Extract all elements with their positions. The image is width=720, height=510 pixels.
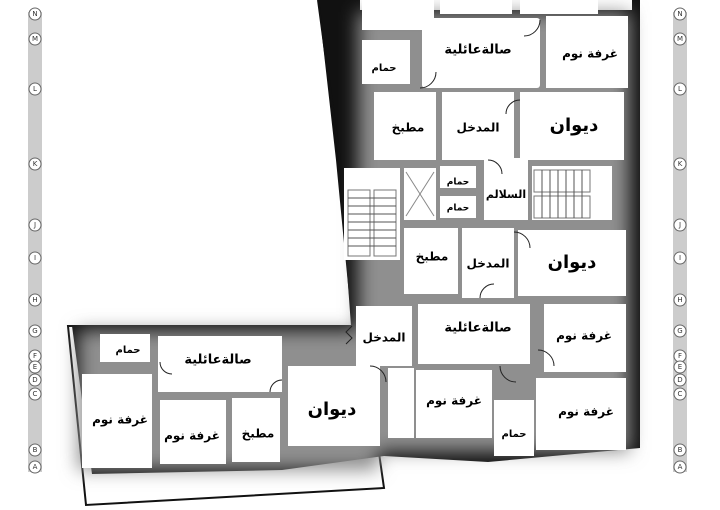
- axis-label-j-right: J: [678, 221, 681, 229]
- axis-label-i-left: I: [34, 254, 36, 262]
- axis-label-n-right: N: [677, 10, 682, 18]
- room-label-bedroom-left-2: غرفة نوم: [164, 429, 220, 444]
- room-label-family-hall-right: صالةعائلية: [444, 321, 511, 336]
- axis-label-m-right: M: [677, 35, 683, 43]
- room-label-diwan-top: ديوان: [550, 115, 599, 136]
- axis-label-n-left: N: [32, 10, 37, 18]
- axis-label-i-right: I: [679, 254, 681, 262]
- room-label-family-hall-left: صالةعائلية: [184, 353, 251, 368]
- axis-label-l-left: L: [33, 85, 37, 93]
- room-label-bath-left: حمام: [116, 345, 141, 356]
- door-swings: [159, 19, 555, 393]
- room-label-stairs: السلالم: [486, 188, 526, 201]
- room-label-bedroom-top: غرفة نوم: [562, 47, 618, 62]
- axis-label-f-left: F: [33, 352, 37, 360]
- axis-bubbles-right: [673, 7, 687, 474]
- axis-label-c-right: C: [678, 390, 683, 398]
- axis-bubbles-left: [28, 7, 42, 474]
- axis-label-a-right: A: [678, 463, 683, 471]
- room-label-bedroom-right-1: غرفة نوم: [556, 329, 612, 344]
- room-label-entrance-center: المدخل: [363, 331, 406, 345]
- axis-label-h-right: H: [677, 296, 682, 304]
- axis-label-g-right: G: [677, 327, 682, 335]
- room-label-entrance-mid: المدخل: [467, 257, 510, 271]
- room-labels: صالةعائلية غرفة نوم حمام مطبخ المدخل ديو…: [92, 43, 618, 444]
- room-label-kitchen-mid: مطبخ: [416, 250, 449, 264]
- axis-label-m-left: M: [32, 35, 38, 43]
- axis-label-e-right: E: [678, 363, 682, 371]
- axis-label-l-right: L: [678, 85, 682, 93]
- axis-label-e-left: E: [33, 363, 37, 371]
- axis-label-d-left: D: [32, 376, 37, 384]
- rooms: [82, 0, 628, 468]
- room-label-bedroom-left-1: غرفة نوم: [92, 413, 148, 428]
- axis-label-k-right: K: [678, 160, 683, 168]
- room-label-entrance-top: المدخل: [457, 121, 500, 135]
- axis-labels-left: N M L K J I H G F E D C B A: [32, 10, 38, 471]
- room-label-diwan-mid: ديوان: [548, 252, 597, 273]
- axis-labels-right: N M L K J I H G F E D C B A: [677, 10, 683, 471]
- axis-label-b-right: B: [678, 446, 683, 454]
- axis-label-j-left: J: [33, 221, 36, 229]
- room-label-bath-right: حمام: [502, 429, 527, 440]
- room-label-bedroom-right-2: غرفة نوم: [558, 405, 614, 420]
- room-label-kitchen-top: مطبخ: [392, 121, 425, 135]
- axis-label-a-left: A: [33, 463, 38, 471]
- axis-label-k-left: K: [33, 160, 38, 168]
- axis-label-f-right: F: [678, 352, 682, 360]
- site-boundary: [66, 0, 386, 507]
- axis-label-c-left: C: [33, 390, 38, 398]
- room-label-family-hall-top: صالةعائلية: [444, 43, 511, 58]
- room-label-bedroom-right-3: غرفة نوم: [426, 394, 482, 409]
- room-label-kitchen-left: مطبخ: [242, 427, 275, 441]
- room-label-bath-small-2: حمام: [447, 204, 470, 214]
- stair-treads: [347, 169, 591, 257]
- axis-label-b-left: B: [33, 446, 38, 454]
- axis-label-h-left: H: [32, 296, 37, 304]
- axis-label-d-right: D: [677, 376, 682, 384]
- room-label-bath-small-1: حمام: [447, 178, 470, 188]
- room-label-diwan-left: ديوان: [308, 399, 357, 420]
- room-label-bath-top: حمام: [372, 63, 397, 74]
- axis-label-g-left: G: [32, 327, 37, 335]
